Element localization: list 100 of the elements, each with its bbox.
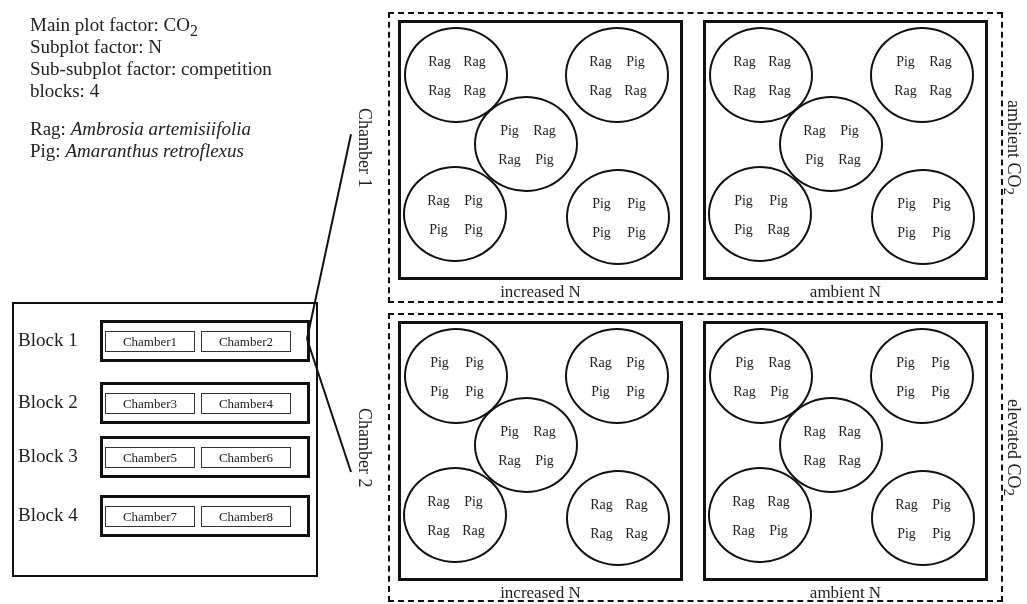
species-label: Pig (535, 151, 554, 168)
subplot-circle (404, 27, 508, 123)
species-label: Rag (590, 496, 613, 513)
species-label: Pig (840, 122, 859, 139)
chamber-label: Chamber 1 (356, 107, 374, 188)
subplot-circle (870, 328, 974, 424)
species-label: Rag (838, 423, 861, 440)
factor-note: Subplot factor: N (30, 36, 162, 58)
species-label: Pig (465, 383, 484, 400)
species-label: Pig (500, 122, 519, 139)
species-label: Pig (626, 383, 645, 400)
species-label: Rag (498, 452, 521, 469)
species-label: Rag (767, 221, 790, 238)
species-label: Pig (591, 383, 610, 400)
nitrogen-label: increased N (499, 282, 582, 302)
block-label: Block 1 (18, 329, 78, 351)
subplot-circle (709, 328, 813, 424)
subplot-circle (403, 467, 507, 563)
species-label: Rag (838, 452, 861, 469)
species-label: Rag (732, 493, 755, 510)
chamber-box: Chamber1 (105, 331, 195, 352)
species-label: Pig (464, 192, 483, 209)
subplot-circle (403, 166, 507, 262)
species-label: Rag (733, 383, 756, 400)
species-label: Pig (897, 195, 916, 212)
species-label: Pig (931, 354, 950, 371)
subplot-circle (871, 169, 975, 265)
species-label: Pig (896, 53, 915, 70)
species-label: Rag (590, 525, 613, 542)
chamber-box: Chamber2 (201, 331, 291, 352)
species-label: Pig (769, 522, 788, 539)
leader-line (306, 133, 352, 340)
chamber-box: Chamber6 (201, 447, 291, 468)
species-label: Rag (929, 53, 952, 70)
species-label: Rag (768, 53, 791, 70)
species-label: Rag (733, 53, 756, 70)
species-label: Pig (465, 354, 484, 371)
block-box (18, 382, 310, 424)
species-label: Pig (430, 383, 449, 400)
species-label: Rag (803, 122, 826, 139)
subplot-circle (565, 27, 669, 123)
species-label: Rag (733, 82, 756, 99)
species-label: Pig (897, 525, 916, 542)
species-label: Pig (734, 221, 753, 238)
block-box (18, 436, 310, 478)
species-label: Rag (768, 82, 791, 99)
species-label: Pig (500, 423, 519, 440)
subplot-circle (474, 96, 578, 192)
factor-note: Sub-subplot factor: competition (30, 58, 272, 80)
species-label: Pig (896, 383, 915, 400)
species-label: Rag (767, 493, 790, 510)
species-label: Pig (592, 224, 611, 241)
species-label: Pig (626, 354, 645, 371)
species-label: Rag (894, 82, 917, 99)
subplot-circle (566, 470, 670, 566)
species-label: Rag (533, 423, 556, 440)
species-label: Pig (464, 221, 483, 238)
species-label: Pig (464, 493, 483, 510)
species-label: Pig (932, 195, 951, 212)
species-label: Pig (931, 383, 950, 400)
nitrogen-label: ambient N (808, 282, 883, 302)
species-label: Rag (428, 82, 451, 99)
species-label: Rag (732, 522, 755, 539)
subplot-circle (474, 397, 578, 493)
species-label: Rag (589, 82, 612, 99)
species-label: Rag (463, 82, 486, 99)
species-label: Pig (535, 452, 554, 469)
chamber-box: Chamber5 (105, 447, 195, 468)
chamber-label: Chamber 2 (356, 407, 374, 488)
species-label: Rag (589, 354, 612, 371)
species-label: Rag (895, 496, 918, 513)
subplot-circle (708, 166, 812, 262)
species-label: Pig (770, 383, 789, 400)
factor-note: blocks: 4 (30, 80, 100, 102)
species-label: Rag (533, 122, 556, 139)
species-label: Rag (929, 82, 952, 99)
chamber-box: Chamber3 (105, 393, 195, 414)
species-label: Pig (896, 354, 915, 371)
species-label: Pig (430, 354, 449, 371)
species-label: Pig (769, 192, 788, 209)
species-label: Rag (463, 53, 486, 70)
subplot-circle (870, 27, 974, 123)
species-label: Pig (897, 224, 916, 241)
species-label: Pig (932, 224, 951, 241)
species-label: Pig (592, 195, 611, 212)
leader-line (306, 338, 352, 473)
species-label: Pig (626, 53, 645, 70)
species-label: Rag (428, 53, 451, 70)
block-box (18, 495, 310, 537)
subplot-circle (565, 328, 669, 424)
factor-note: Main plot factor: CO$_{2}$ (30, 14, 198, 39)
subplot-circle (779, 96, 883, 192)
factor-note: Pig: Amaranthus retroflexus (30, 140, 244, 162)
block-label: Block 3 (18, 445, 78, 467)
species-label: Pig (627, 195, 646, 212)
nitrogen-label: increased N (499, 583, 582, 603)
species-label: Rag (768, 354, 791, 371)
species-label: Pig (734, 192, 753, 209)
species-label: Rag (427, 522, 450, 539)
species-label: Rag (803, 452, 826, 469)
